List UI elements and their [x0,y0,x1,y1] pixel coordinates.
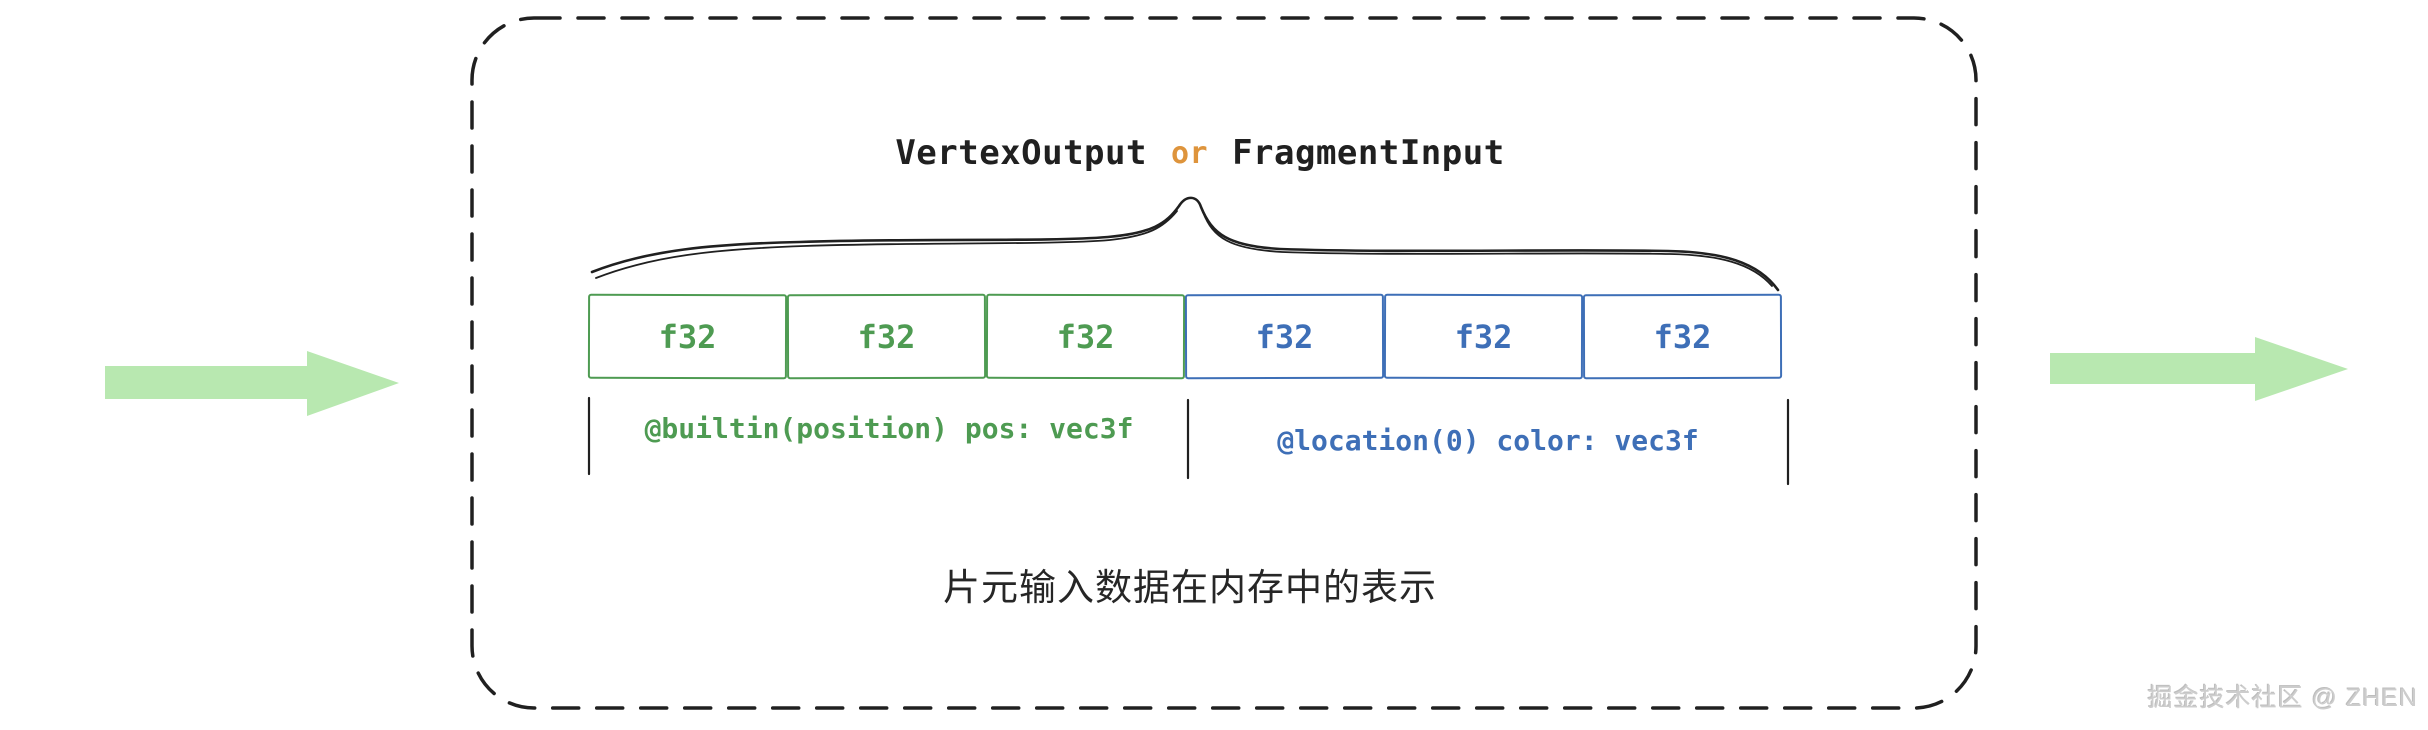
struct-title-fragment-input: FragmentInput [1232,133,1505,173]
flow-arrow-left [105,351,399,416]
brace-stroke-main [590,196,1780,292]
memory-cell-position-y: f32 [786,293,987,380]
memory-cell-position-x: f32 [587,293,788,380]
memory-cell-label: f32 [1653,317,1712,356]
struct-title-vertex-output: VertexOutput [895,133,1147,173]
memory-cell-position-z: f32 [985,293,1186,380]
memory-cell-label: f32 [1255,317,1314,356]
memory-cell-label: f32 [857,317,916,356]
diagram-caption: 片元输入数据在内存中的表示 [943,567,1437,608]
memory-cell-color-b: f32 [1582,293,1783,380]
struct-title: VertexOutput or FragmentInput [700,130,1700,176]
dashed-container-border [470,16,1978,710]
memory-cell-label: f32 [1056,317,1115,356]
brace-stroke-right-double [1202,211,1773,287]
memory-cells-row: f32 f32 f32 f32 f32 f32 [587,293,1783,380]
struct-title-or: or [1170,135,1209,171]
memory-cell-label: f32 [658,317,717,356]
annotation-location-color: @location(0) color: vec3f [1277,424,1699,457]
memory-cell-color-g: f32 [1383,293,1584,380]
brace-stroke-left-double [595,210,1178,279]
brace [590,196,1780,292]
memory-cell-color-r: f32 [1184,293,1385,380]
flow-arrow-right [2050,337,2348,401]
memory-cell-label: f32 [1454,317,1513,356]
field-boundary-ticks [587,396,1790,486]
watermark: 掘金技术社区 @ ZHEN [2147,684,2418,712]
annotation-builtin-position: @builtin(position) pos: vec3f [644,412,1134,445]
